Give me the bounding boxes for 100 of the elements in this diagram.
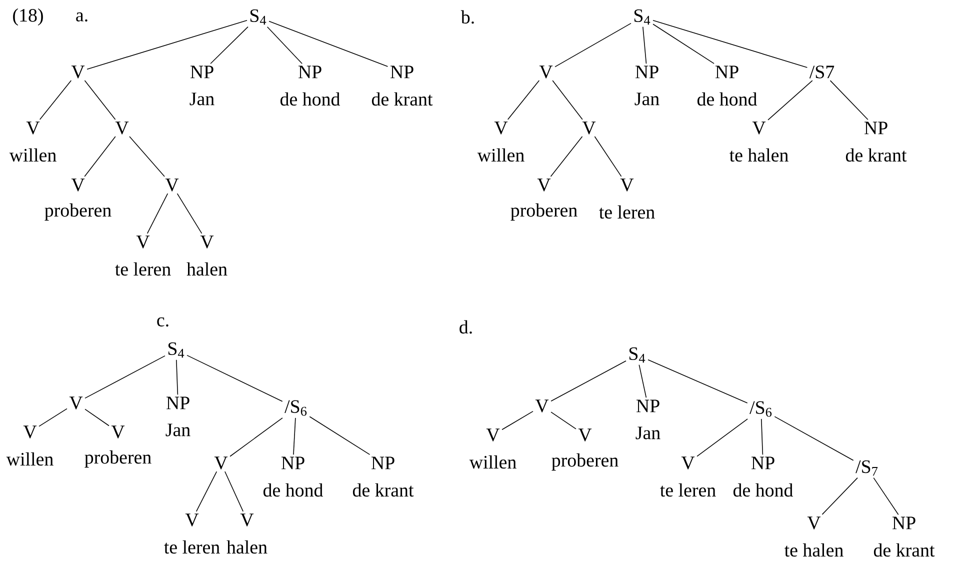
- word-label: te leren: [115, 262, 171, 276]
- word-label: proberen: [84, 450, 152, 468]
- category-label: V: [582, 122, 596, 134]
- tree-branch: [774, 416, 854, 461]
- word-label: de krant: [874, 543, 935, 557]
- category-label: V: [537, 178, 551, 192]
- example-label: (18): [13, 8, 43, 26]
- tree-branch: [830, 80, 868, 120]
- tree-branch: [309, 416, 370, 455]
- tree-branch: [129, 136, 165, 177]
- tree-branch: [268, 20, 388, 67]
- category-label: NP: [715, 66, 738, 78]
- word-label: willen: [477, 148, 524, 162]
- word-label: de krant: [846, 148, 907, 162]
- category-label: NP: [635, 66, 658, 78]
- word-label: proberen: [44, 203, 112, 221]
- word-label: de hond: [733, 483, 793, 497]
- example-label: a.: [76, 12, 88, 22]
- category-label: V: [185, 514, 199, 526]
- tree-branch: [594, 136, 622, 177]
- tree-branch: [642, 26, 647, 64]
- word-label: Jan: [166, 424, 190, 436]
- tree-branch: [696, 418, 748, 457]
- category-label: V: [578, 428, 592, 442]
- tree-branch: [210, 26, 248, 64]
- category-label: NP: [371, 456, 394, 470]
- category-label: V: [486, 428, 500, 442]
- tree-branch: [186, 354, 283, 402]
- category-label: V: [165, 178, 179, 192]
- category-label: NP: [636, 400, 660, 412]
- category-label: NP: [864, 122, 888, 134]
- word-label: Jan: [634, 92, 660, 106]
- category-label: V: [200, 236, 214, 248]
- tree-branch: [84, 408, 110, 426]
- tree-branch: [230, 418, 283, 457]
- tree-branch: [266, 26, 302, 64]
- category-label: S$_{4}$: [634, 9, 650, 25]
- category-label: NP: [390, 66, 414, 78]
- category-label: V: [115, 122, 129, 134]
- category-label: V: [807, 516, 821, 530]
- category-label: S$_{4}$: [250, 9, 266, 25]
- word-label: proberen: [510, 203, 578, 221]
- word-label: willen: [469, 455, 516, 469]
- category-label: V: [71, 66, 85, 78]
- category-label: NP: [751, 456, 774, 470]
- tree-branch: [38, 408, 68, 427]
- word-label: de hond: [697, 92, 757, 106]
- word-label: proberen: [552, 453, 618, 471]
- category-label: NP: [190, 66, 214, 78]
- word-label: te leren: [164, 540, 220, 554]
- word-label: Jan: [636, 426, 660, 440]
- tree-branch: [550, 412, 576, 430]
- word-label: de hond: [263, 483, 323, 497]
- category-label: NP: [281, 456, 304, 470]
- category-label: NP: [892, 516, 916, 530]
- tree-branch: [224, 471, 244, 512]
- tree-branch: [554, 22, 632, 68]
- category-label: V: [752, 122, 766, 134]
- word-label: halen: [226, 540, 268, 554]
- category-label: V: [620, 178, 634, 192]
- category-label: V: [111, 426, 125, 438]
- word-label: Jan: [190, 92, 214, 106]
- tree-branch: [873, 477, 899, 515]
- category-label: V: [535, 400, 549, 412]
- tree-branch: [760, 418, 764, 455]
- category-label: NP: [166, 396, 190, 410]
- category-label: V: [23, 426, 37, 438]
- category-label: V: [240, 514, 254, 526]
- category-label: S$_{4}$: [629, 347, 646, 363]
- tree-branch: [550, 360, 626, 402]
- category-label: V: [681, 456, 695, 470]
- tree-branch: [550, 136, 583, 177]
- category-label: V: [494, 122, 508, 134]
- category-label: /S$_{6}$: [750, 401, 772, 417]
- tree-branch: [768, 80, 813, 120]
- word-label: halen: [186, 262, 228, 276]
- tree-branch: [293, 418, 296, 455]
- tree-branch: [552, 80, 583, 120]
- word-label: willen: [9, 148, 56, 162]
- tree-branch: [638, 364, 647, 398]
- word-label: te leren: [660, 483, 716, 497]
- tree-branch: [86, 20, 248, 70]
- word-label: te halen: [784, 543, 844, 557]
- tree-branch: [176, 359, 178, 395]
- tree-branch: [146, 193, 168, 234]
- tree-branch: [84, 355, 166, 399]
- tree-branch: [652, 24, 714, 64]
- tree-branch: [39, 80, 72, 120]
- example-label: d.: [460, 320, 472, 334]
- category-label: /S$_{6}$: [284, 400, 307, 416]
- word-label: de krant: [372, 92, 433, 106]
- word-label: de krant: [352, 483, 414, 497]
- category-label: V: [69, 396, 83, 410]
- tree-branch: [84, 80, 116, 120]
- category-label: V: [26, 122, 40, 134]
- tree-branch: [507, 80, 540, 120]
- category-label: /S$_{7}$: [856, 460, 878, 476]
- tree-branch: [652, 20, 808, 68]
- word-label: te leren: [599, 205, 655, 219]
- category-label: V: [214, 456, 228, 470]
